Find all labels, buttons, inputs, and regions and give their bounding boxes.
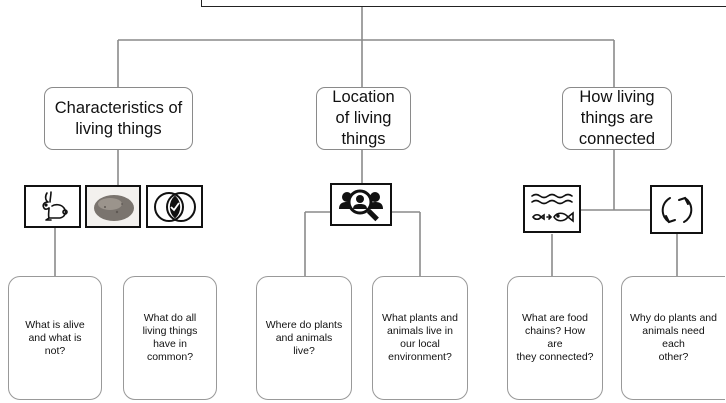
rabbit-icon <box>24 185 81 228</box>
food-chain-icon <box>523 185 581 233</box>
category-connected: How living things are connected <box>562 87 672 150</box>
question-box: What are food chains? How are they conne… <box>507 276 603 400</box>
cycle-arrows-icon <box>650 185 703 234</box>
category-label: Location of living things <box>332 88 395 148</box>
question-text: Why do plants and animals need each othe… <box>630 312 717 363</box>
rock-icon <box>85 185 141 228</box>
question-box: What plants and animals live in our loca… <box>372 276 468 400</box>
question-box: Why do plants and animals need each othe… <box>621 276 725 400</box>
magnifying-people-icon <box>330 183 392 226</box>
category-location: Location of living things <box>316 87 411 150</box>
question-box: What is alive and what is not? <box>8 276 102 400</box>
question-box: Where do plants and animals live? <box>256 276 352 400</box>
question-text: What is alive and what is not? <box>25 318 85 357</box>
category-characteristics: Characteristics of living things <box>44 87 193 150</box>
category-label: How living things are connected <box>578 88 656 148</box>
question-text: What plants and animals live in our loca… <box>382 312 458 363</box>
venn-diagram-icon <box>146 185 203 228</box>
question-text: What are food chains? How are they conne… <box>516 312 594 363</box>
question-text: What do all living things have in common… <box>142 312 198 363</box>
top-box <box>201 0 726 7</box>
category-label: Characteristics of living things <box>54 98 183 138</box>
question-text: Where do plants and animals live? <box>265 318 343 357</box>
question-box: What do all living things have in common… <box>123 276 217 400</box>
